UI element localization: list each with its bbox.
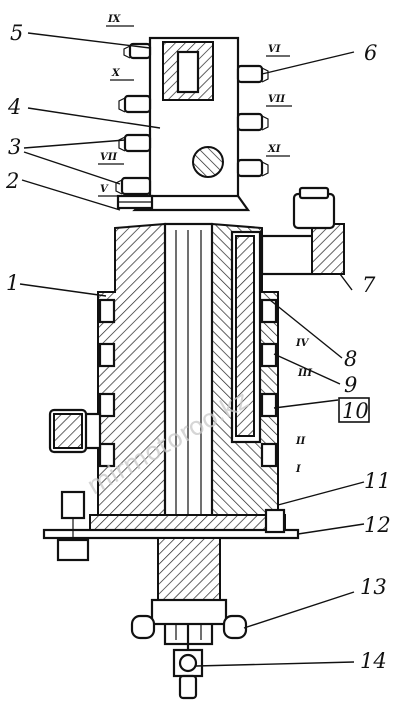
label-xi: XI <box>267 144 281 155</box>
callout-8: 8 <box>344 347 357 371</box>
bolt-2 <box>116 194 154 210</box>
side-inlet <box>48 408 102 454</box>
callout-12: 12 <box>364 513 391 537</box>
callout-10: 10 <box>342 399 369 423</box>
label-vii-right: VII <box>268 94 285 105</box>
callout-2: 2 <box>5 169 19 193</box>
callout-10-box <box>338 397 370 423</box>
distributor-head <box>132 36 251 212</box>
callout-13: 13 <box>360 575 387 599</box>
callout-7: 7 <box>362 273 376 297</box>
fitting-xi <box>236 158 269 178</box>
callout-14: 14 <box>360 649 387 673</box>
head-fittings-left <box>115 42 154 210</box>
roman-labels: IX VI X VII XI VII V IV III II I <box>98 14 312 475</box>
label-iii: III <box>297 368 312 379</box>
label-v: V <box>100 184 109 195</box>
label-x: X <box>111 68 121 79</box>
callout-3: 3 <box>8 135 21 159</box>
leader-lines <box>19 32 365 667</box>
callout-11: 11 <box>364 469 391 493</box>
elbow-fitting <box>260 186 345 276</box>
seal-rings <box>98 298 278 468</box>
label-vii-left: VII <box>100 152 117 163</box>
label-ix: IX <box>107 14 122 25</box>
fitting-vii-left <box>118 133 152 153</box>
base-flange <box>42 490 300 562</box>
callout-4: 4 <box>7 95 21 119</box>
callout-5: 5 <box>10 21 23 45</box>
lower-tail <box>130 537 248 700</box>
callout-6: 6 <box>364 41 377 65</box>
head-fittings-right <box>236 64 269 178</box>
callout-9: 9 <box>344 373 357 397</box>
label-iv: IV <box>295 338 310 349</box>
fitting-x <box>118 94 152 114</box>
fitting-xii <box>236 112 269 132</box>
label-vi: VI <box>268 44 281 55</box>
callout-numbers: 5 4 3 2 6 7 1 8 9 10 11 12 13 14 <box>5 21 391 673</box>
label-ii: II <box>295 436 306 447</box>
label-i: I <box>295 464 301 475</box>
fitting-v <box>115 176 152 196</box>
callout-1: 1 <box>6 271 19 295</box>
